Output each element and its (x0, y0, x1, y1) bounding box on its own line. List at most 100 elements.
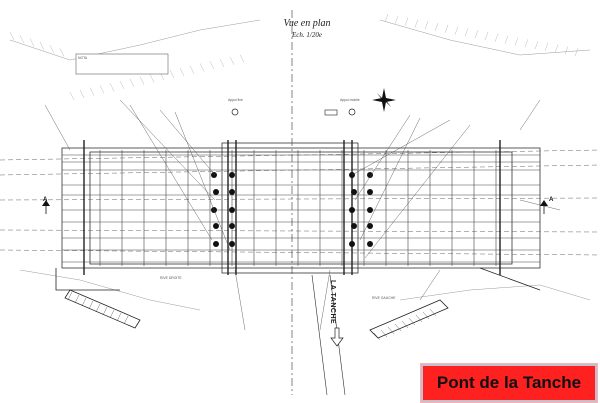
hatch-tick (424, 21, 429, 30)
hatch-tick (554, 44, 559, 53)
appui-markers (231, 108, 356, 116)
section-a-left: A (43, 197, 48, 203)
hatch-ticks (9, 13, 579, 101)
bearing-dot (213, 223, 219, 229)
hatch-tick (19, 35, 25, 44)
hatch-tick (404, 17, 409, 26)
hatch-tick (49, 45, 55, 54)
hatch-tick (129, 78, 135, 87)
wing-hatch-tick (102, 306, 108, 316)
hatch-tick (414, 19, 419, 28)
plan-title: Vue en plan (283, 18, 331, 29)
hatch-tick (199, 63, 205, 72)
hatch-tick (239, 54, 245, 63)
hatch-tick (444, 24, 449, 33)
bearing-dot (211, 172, 217, 178)
bearing-dot (349, 241, 355, 247)
bearing-dot (367, 189, 373, 195)
hatch-tick (59, 48, 65, 57)
wing-walls (55, 267, 541, 339)
hatch-tick (534, 40, 539, 50)
hatch-tick (29, 38, 35, 47)
hatch-tick (149, 74, 155, 83)
plan-scale: Ech. 1/20e (292, 31, 322, 39)
bearing-dot (367, 223, 373, 229)
bearing-dot (229, 207, 235, 213)
bearing-dot (367, 172, 373, 178)
wing-hatch-tick (109, 309, 115, 319)
appui-tag (324, 109, 338, 116)
wing-hatch-tick (408, 317, 416, 326)
rive-gauche-label: RIVE GAUCHE (372, 296, 396, 300)
bearing-dot (351, 223, 357, 229)
hatch-tick (574, 48, 579, 57)
nota-box (75, 53, 169, 75)
hatch-tick (99, 85, 105, 94)
hatch-tick (209, 61, 215, 70)
hatch-tick (69, 91, 75, 101)
bearing-dot (229, 223, 235, 229)
wing-hatch-tick (422, 311, 430, 320)
caption-banner: Pont de la Tanche (421, 364, 597, 402)
hatch-tick (394, 15, 399, 24)
hatch-tick (169, 69, 175, 79)
hatch-tick (494, 33, 499, 42)
hatch-tick (9, 31, 15, 41)
wing-hatching (67, 291, 437, 341)
hatch-tick (464, 28, 469, 37)
hatch-tick (189, 65, 195, 74)
bearing-dot (229, 241, 235, 247)
wing-hatch-tick (67, 291, 73, 301)
hatch-tick (39, 41, 45, 50)
hatch-tick (504, 35, 509, 44)
wing-hatch-tick (123, 315, 129, 325)
hatch-tick (139, 76, 145, 85)
hatch-tick (454, 26, 459, 35)
wing-hatch-tick (387, 326, 395, 335)
section-marker-right (540, 200, 548, 214)
bearing-dots (211, 172, 373, 247)
hatch-tick (79, 89, 85, 98)
longitudinal-lines (62, 154, 540, 263)
road-arrow-icon (330, 327, 344, 347)
rive-droite-label: RIVE DROITE (160, 276, 182, 280)
wing-hatch-tick (380, 329, 388, 338)
bearing-dot (349, 207, 355, 213)
bearing-dot (213, 189, 219, 195)
appui-left-label: Appui fixe (228, 98, 243, 102)
wing-hatch-tick (95, 303, 101, 313)
wing-hatch-tick (373, 332, 381, 341)
section-marker-left (42, 200, 50, 214)
appui-right-label: Appui mobile (340, 98, 360, 102)
wing-hatch-tick (394, 323, 402, 332)
hatch-tick (434, 22, 439, 32)
wing-hatch-tick (429, 308, 437, 317)
hatch-tick (484, 31, 489, 41)
bearing-dot (351, 189, 357, 195)
section-a-right: A (549, 197, 554, 203)
hatch-tick (119, 80, 125, 90)
wing-hatch-tick (81, 297, 87, 307)
hatch-tick (564, 46, 569, 55)
wing-hatch-tick (116, 312, 122, 322)
hatch-tick (384, 13, 389, 23)
north-arrow-icon (372, 88, 396, 112)
hatch-tick (524, 39, 529, 48)
wing-hatch-tick (415, 314, 423, 323)
hatch-tick (89, 87, 95, 96)
bearing-dot (229, 189, 235, 195)
hatch-tick (229, 56, 235, 65)
bearing-dot (229, 172, 235, 178)
wing-hatch-tick (88, 300, 94, 310)
bearing-dot (367, 241, 373, 247)
wing-hatch-tick (401, 320, 409, 329)
hatch-tick (109, 83, 115, 92)
nota-label: NOTA (78, 56, 88, 60)
leader-lines (44, 99, 561, 331)
hatch-tick (179, 67, 185, 76)
wing-hatch-tick (74, 294, 80, 304)
hatch-tick (474, 30, 479, 39)
hatch-tick (514, 37, 519, 46)
road-label: LA TANCHE (329, 280, 336, 325)
